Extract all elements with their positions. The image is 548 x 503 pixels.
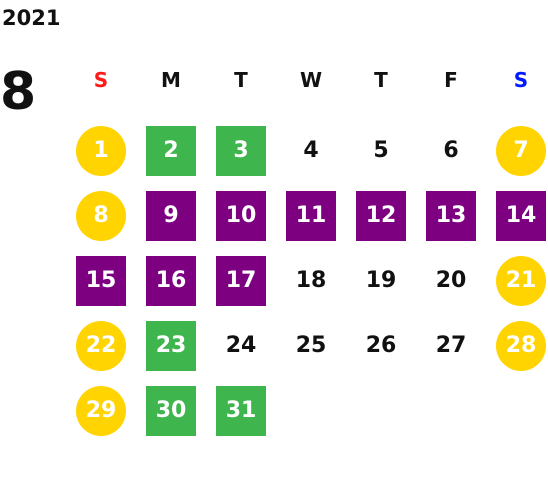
calendar-day[interactable]: 17 (216, 255, 266, 306)
weekday-label: S (93, 68, 109, 92)
calendar-cell: 19 (346, 248, 416, 313)
calendar-cell: 14 (486, 183, 548, 248)
calendar-cell: 7 (486, 118, 548, 183)
calendar-day[interactable]: 24 (225, 333, 257, 358)
calendar-day[interactable]: 27 (435, 333, 467, 358)
weekday-label: S (513, 68, 529, 92)
calendar-day[interactable]: 20 (435, 268, 467, 293)
calendar-cell: 28 (486, 313, 548, 378)
calendar-day[interactable]: 2 (146, 125, 196, 176)
calendar-day[interactable]: 1 (76, 125, 126, 176)
calendar-cell: 30 (136, 378, 206, 443)
weekday-label: M (161, 68, 181, 92)
calendar-day[interactable]: 4 (303, 138, 319, 163)
weekday-label: W (299, 68, 323, 92)
month-number: 8 (0, 62, 37, 122)
calendar-day[interactable]: 22 (76, 320, 126, 371)
calendar-day[interactable]: 15 (76, 255, 126, 306)
calendar-cell: 9 (136, 183, 206, 248)
calendar-cell: 15 (66, 248, 136, 313)
year-label: 2021 (2, 6, 61, 30)
calendar-cell: 12 (346, 183, 416, 248)
calendar-day[interactable]: 8 (76, 190, 126, 241)
calendar-cell: 20 (416, 248, 486, 313)
calendar-cell: 16 (136, 248, 206, 313)
calendar-cell: 8 (66, 183, 136, 248)
calendar-cell: 13 (416, 183, 486, 248)
calendar-day[interactable]: 26 (365, 333, 397, 358)
calendar-cell: 27 (416, 313, 486, 378)
calendar-cell: 23 (136, 313, 206, 378)
calendar-cell: 21 (486, 248, 548, 313)
weekday-label: T (234, 68, 248, 92)
calendar-day[interactable]: 21 (496, 255, 546, 306)
calendar-day[interactable]: 3 (216, 125, 266, 176)
weekday-label: F (444, 68, 458, 92)
calendar-day[interactable]: 14 (496, 190, 546, 241)
calendar-day[interactable]: 7 (496, 125, 546, 176)
calendar-day[interactable]: 31 (216, 385, 266, 436)
calendar-cell: 17 (206, 248, 276, 313)
calendar-cell: 4 (276, 118, 346, 183)
calendar-day[interactable]: 16 (146, 255, 196, 306)
calendar-day[interactable]: 19 (365, 268, 397, 293)
calendar-cell: 29 (66, 378, 136, 443)
calendar-day[interactable]: 9 (146, 190, 196, 241)
calendar-day[interactable]: 11 (286, 190, 336, 241)
calendar-cell: 24 (206, 313, 276, 378)
calendar-day[interactable]: 30 (146, 385, 196, 436)
calendar-cell: 1 (66, 118, 136, 183)
calendar-cell: 11 (276, 183, 346, 248)
calendar-day[interactable]: 6 (443, 138, 459, 163)
calendar-cell: 18 (276, 248, 346, 313)
calendar-day[interactable]: 18 (295, 268, 327, 293)
calendar-cell: 26 (346, 313, 416, 378)
calendar-cell: 2 (136, 118, 206, 183)
calendar-cell: 3 (206, 118, 276, 183)
calendar-day[interactable]: 23 (146, 320, 196, 371)
calendar-day[interactable]: 25 (295, 333, 327, 358)
calendar-cell: 22 (66, 313, 136, 378)
calendar-cell: 10 (206, 183, 276, 248)
calendar-day[interactable]: 28 (496, 320, 546, 371)
calendar-cell: 5 (346, 118, 416, 183)
calendar-cell: 25 (276, 313, 346, 378)
calendar-day[interactable]: 12 (356, 190, 406, 241)
calendar-day[interactable]: 10 (216, 190, 266, 241)
calendar-day[interactable]: 29 (76, 385, 126, 436)
calendar-cell: 6 (416, 118, 486, 183)
calendar-day[interactable]: 5 (373, 138, 389, 163)
calendar-cell: 31 (206, 378, 276, 443)
weekday-label: T (374, 68, 388, 92)
calendar-day[interactable]: 13 (426, 190, 476, 241)
